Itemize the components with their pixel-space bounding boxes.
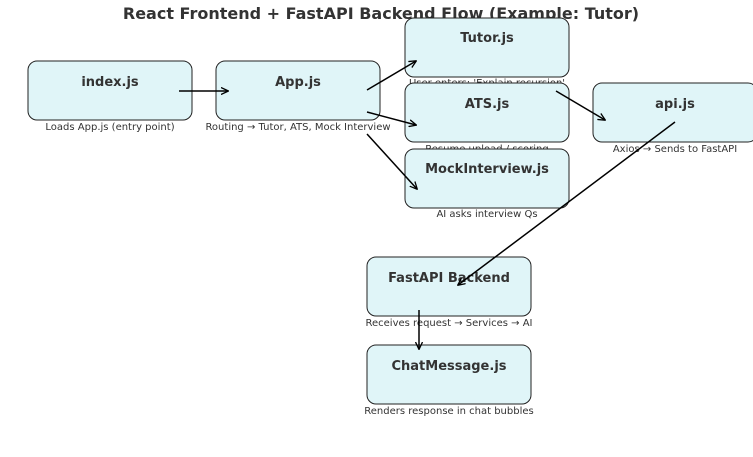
node-ats: ATS.js Resume upload / scoring: [404, 82, 570, 155]
node-ats-label: ATS.js: [465, 97, 510, 112]
node-fastapi-backend-label: FastAPI Backend: [388, 271, 510, 286]
edge-tutor-to-api: [555, 90, 605, 120]
node-app-label: App.js: [275, 75, 321, 90]
edge-app-to-ats: [366, 111, 416, 125]
edge-app-to-tutor: [366, 61, 416, 91]
edge-app-to-mock-interview: [366, 133, 417, 189]
node-tutor-label: Tutor.js: [460, 31, 514, 46]
node-mock-interview-caption: AI asks interview Qs: [436, 209, 537, 220]
node-index-box: [27, 60, 193, 121]
node-mock-interview-box: [404, 148, 570, 209]
node-index-caption: Loads App.js (entry point): [45, 122, 174, 133]
node-ats-box: [404, 82, 570, 143]
node-app: App.js Routing → Tutor, ATS, Mock Interv…: [205, 60, 391, 133]
node-fastapi-backend-box: [366, 256, 532, 317]
node-chat-message: ChatMessage.js Renders response in chat …: [364, 344, 534, 417]
node-api: api.js Axios → Sends to FastAPI: [592, 82, 753, 155]
node-mock-interview: MockInterview.js AI asks interview Qs: [404, 148, 570, 220]
node-chat-message-label: ChatMessage.js: [391, 359, 506, 374]
node-app-box: [215, 60, 381, 121]
node-app-caption: Routing → Tutor, ATS, Mock Interview: [205, 122, 390, 133]
node-fastapi-backend: FastAPI Backend Receives request → Servi…: [366, 256, 533, 329]
node-api-caption: Axios → Sends to FastAPI: [613, 144, 737, 155]
node-api-label: api.js: [655, 97, 695, 112]
node-chat-message-caption: Renders response in chat bubbles: [364, 406, 533, 417]
node-chat-message-box: [366, 344, 532, 405]
node-index: index.js Loads App.js (entry point): [27, 60, 193, 133]
edge-api-to-fastapi-backend: [458, 121, 676, 285]
node-api-box: [592, 82, 753, 143]
node-tutor-box: [404, 17, 570, 78]
node-mock-interview-label: MockInterview.js: [425, 162, 549, 177]
node-fastapi-backend-caption: Receives request → Services → AI: [366, 318, 533, 329]
node-index-label: index.js: [81, 75, 139, 90]
node-tutor: Tutor.js User enters: 'Explain recursion…: [404, 17, 570, 89]
